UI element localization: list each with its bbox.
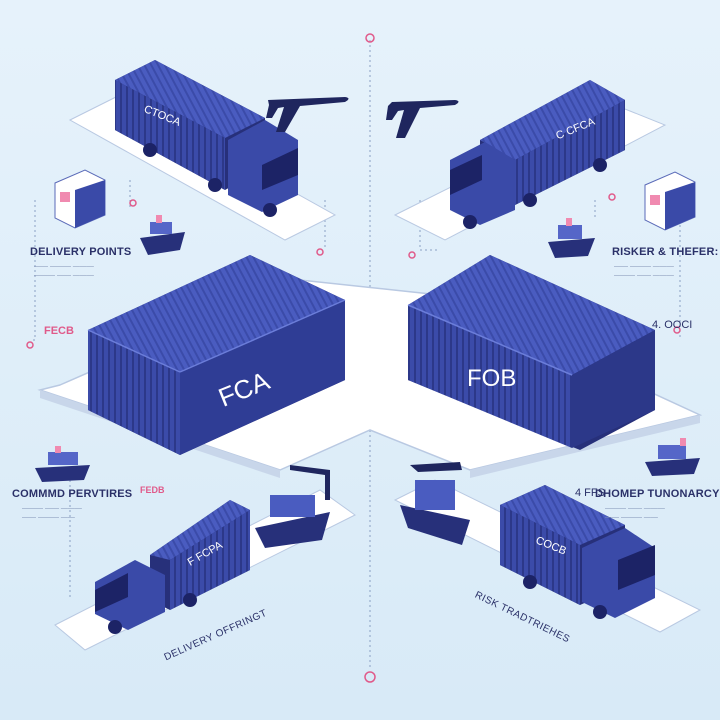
container-label-fob: FOB — [467, 365, 517, 392]
fob-container — [407, 255, 655, 450]
ship-icon — [35, 438, 700, 482]
label-owner-turnover-sub: ——— —— ————— ——— —— — [605, 505, 665, 521]
truck-bottom-left — [54, 465, 356, 651]
tag-left-mid: FECB — [44, 325, 74, 337]
fca-container — [87, 255, 346, 455]
tag-right-mid: 4. OOCI — [652, 319, 693, 331]
truck-top-right — [393, 80, 667, 241]
label-risk-transfer: RISKER & THEFER: — [612, 246, 719, 258]
label-delivery-points-sub: —— ——— —————— —— ——— — [34, 263, 94, 279]
label-owner-turnover: DHOMEP TUNONARCY — [595, 488, 720, 500]
label-common-parties: COMMMD PERVTIRES — [12, 488, 133, 500]
label-common-parties-sub: ——— —— ————— ——— —— — [22, 505, 82, 521]
label-delivery-points: DELIVERY POINTS — [30, 246, 132, 258]
tag-right-low: 4 FFS — [575, 487, 605, 499]
label-risk-transfer-sub: —— ——— —————— —— ——— — [614, 263, 674, 279]
tag-left-low: FEDB — [140, 485, 165, 495]
truck-bottom-right — [393, 462, 702, 633]
airplane-icon — [266, 97, 459, 138]
truck-top-left — [68, 60, 337, 241]
box-icon — [54, 169, 696, 231]
ship-icon — [140, 215, 595, 258]
accent-dots — [26, 33, 681, 683]
